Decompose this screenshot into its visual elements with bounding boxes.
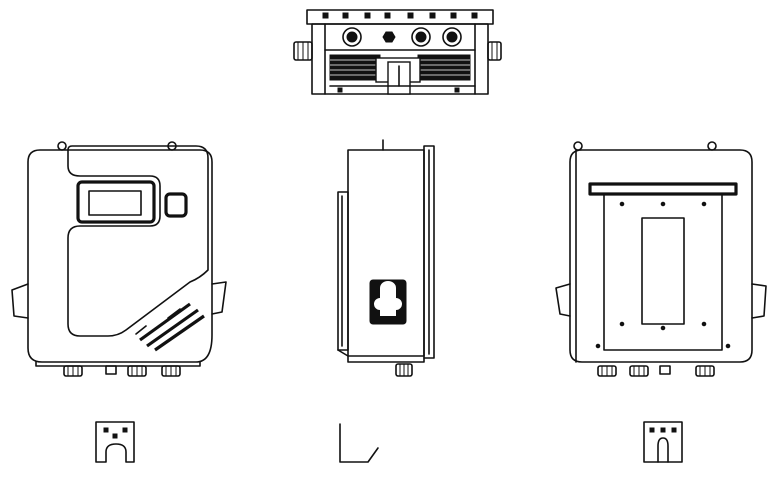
back-handle-left — [555, 283, 571, 317]
side-heatsink — [423, 145, 435, 359]
plate-holes — [595, 201, 731, 349]
front-cover — [67, 145, 209, 337]
plate-window — [641, 217, 685, 325]
top-connector-hex — [382, 31, 396, 43]
back-glands — [597, 365, 715, 377]
front-button — [164, 192, 188, 218]
mounting-rail — [588, 182, 738, 196]
top-view — [293, 9, 502, 95]
bottom-glands — [63, 365, 181, 377]
handle-right — [211, 281, 227, 315]
side-view — [337, 139, 435, 377]
side-gland-left — [293, 41, 313, 61]
display-window — [76, 180, 156, 224]
top-connector-2 — [411, 27, 431, 47]
mounting-bracket-right — [643, 421, 683, 463]
heatsink-fins — [329, 54, 471, 81]
mounting-plate — [603, 193, 723, 351]
back-view — [555, 141, 767, 377]
side-gland-right — [487, 41, 502, 61]
top-connector-1 — [342, 27, 362, 47]
side-cover-edge — [337, 191, 349, 351]
mounting-bracket-left — [95, 421, 135, 463]
front-enclosure — [27, 149, 213, 363]
lug — [57, 141, 67, 151]
flange-bolts — [322, 12, 478, 19]
top-center-bracket — [375, 57, 421, 95]
back-enclosure — [569, 149, 753, 363]
top-flange — [306, 9, 494, 25]
side-gland — [395, 363, 413, 377]
top-connector-3 — [442, 27, 462, 47]
side-body — [347, 149, 425, 357]
vent-slots — [135, 302, 205, 352]
back-handle-right — [751, 283, 767, 319]
display-screen — [88, 190, 142, 216]
side-connector — [369, 279, 407, 325]
mounting-bracket-profile — [339, 423, 379, 463]
handle-left — [11, 283, 29, 319]
front-view — [11, 141, 227, 377]
